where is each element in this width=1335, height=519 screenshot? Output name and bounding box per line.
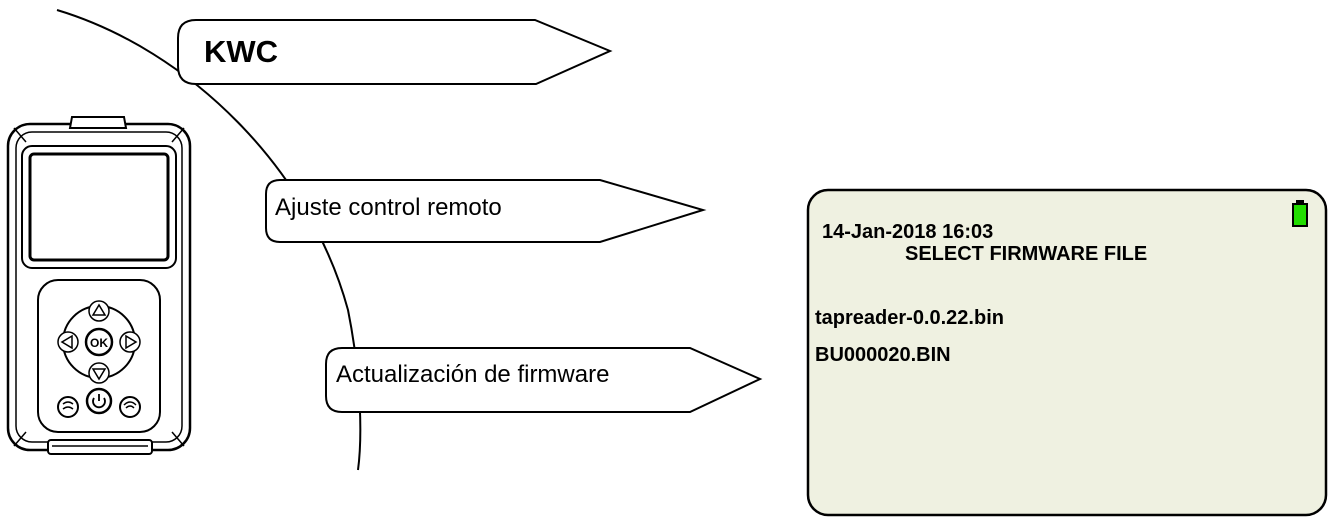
ok-label: OK: [90, 336, 108, 350]
connector-arc: [56, 9, 362, 471]
up-icon: [91, 303, 107, 316]
battery-icon: [1292, 200, 1308, 227]
down-icon: [91, 368, 107, 381]
remote-icon: [123, 401, 137, 409]
device-bottom-connector: [47, 439, 153, 455]
menu-level2-pointer[interactable]: [325, 347, 763, 413]
screen-datetime: 14-Jan-2018 16:03: [822, 221, 994, 243]
firmware-file-item[interactable]: BU000020.BIN: [815, 344, 951, 366]
device-top-tab: [68, 116, 128, 129]
firmware-file-item[interactable]: tapreader-0.0.22.bin: [815, 307, 1004, 329]
device-screen: [28, 152, 170, 262]
remote-button[interactable]: [119, 396, 141, 418]
screen-header: SELECT FIRMWARE FILE: [905, 243, 1148, 265]
handheld-remote: [6, 116, 192, 455]
menu-item-ajuste-control-remoto[interactable]: Ajuste control remoto: [275, 194, 502, 221]
brand-label: KWC: [204, 34, 279, 69]
brand-pointer: [177, 19, 613, 85]
power-icon: [92, 394, 106, 409]
menu-icon: [62, 401, 74, 410]
firmware-screen: [806, 188, 1328, 517]
menu-item-actualizacion-firmware[interactable]: Actualización de firmware: [336, 361, 610, 388]
right-icon: [125, 334, 138, 350]
menu-level1-pointer[interactable]: [265, 179, 707, 243]
left-icon: [60, 334, 73, 350]
ok-button[interactable]: [84, 327, 114, 357]
